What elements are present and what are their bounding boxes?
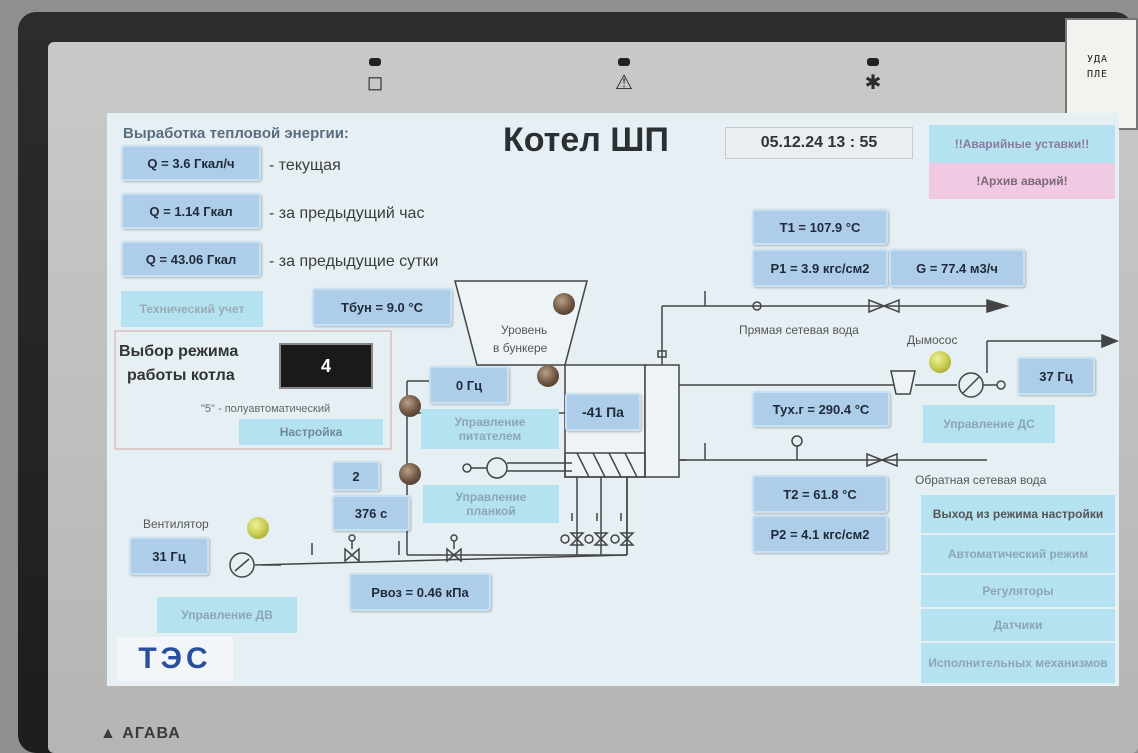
heat-day-value: Q = 43.06 Гкал [121,241,261,277]
bunker-level-low-lamp [537,365,559,387]
warning-indicator-icon: ⚠ [609,58,639,95]
actuators-button[interactable]: Исполнительных механизмов [921,643,1115,683]
fan-label: Вентилятор [143,517,209,531]
supply-pressure-p1: Р1 = 3.9 кгс/см2 [752,249,888,287]
exhauster-label: Дымосос [907,333,958,347]
fan-frequency: 31 Гц [129,537,209,575]
regulators-button[interactable]: Регуляторы [921,575,1115,607]
datetime-display: 05.12.24 13 : 55 [725,127,913,159]
page-title: Котел ШП [503,121,669,159]
feeder-frequency: 0 Гц [429,366,509,404]
tech-accounting-button[interactable]: Технический учет [121,291,263,327]
exhauster-control-button[interactable]: Управление ДС [923,405,1055,443]
heat-hour-label: - за предыдущий час [269,205,425,222]
heat-header: Выработка тепловой энергии: [123,125,349,142]
side-menu: Выход из режима настройки Автоматический… [921,495,1115,683]
heat-current-value: Q = 3.6 Гкал/ч [121,145,261,181]
hmi-screen: Выработка тепловой энергии: Q = 3.6 Гкал… [107,113,1119,686]
fan-control-button[interactable]: Управление ДВ [157,597,297,633]
brand-label: ▲ АГАВА [100,725,181,742]
damper-position: 2 [332,461,380,491]
return-pressure-p2: Р2 = 4.1 кгс/см2 [752,515,888,553]
flue-gas-temperature: Тух.г = 290.4 °С [752,391,890,427]
tes-logo: ТЭС [117,637,233,681]
furnace-pressure: -41 Па [565,393,641,431]
feeder-status-lamp [399,395,421,417]
alarm-setpoints-button[interactable]: !!Аварийные уставки!! [929,125,1115,163]
mode-label-line2: работы котла [127,367,235,384]
bunker-temperature: Тбун = 9.0 °С [312,288,452,326]
supply-temperature-t1: Т1 = 107.9 °С [752,209,888,245]
storage-indicator-icon: ◻ [360,58,390,95]
heat-current-label: - текущая [269,157,341,174]
auto-mode-button[interactable]: Автоматический режим [921,535,1115,573]
sensors-button[interactable]: Датчики [921,609,1115,641]
damper-time: 376 с [332,495,410,531]
alarm-archive-button[interactable]: !Архив аварий! [929,163,1115,199]
return-temperature-t2: Т2 = 61.8 °С [752,475,888,513]
exit-setup-button[interactable]: Выход из режима настройки [921,495,1115,533]
mode-value-input[interactable]: 4 [279,343,373,389]
mode-label-line1: Выбор режима [119,343,239,360]
supply-water-label: Прямая сетевая вода [739,323,859,337]
bunker-level-label-line1: Уровень [501,323,548,337]
supply-flow-g: G = 77.4 м3/ч [889,249,1025,287]
exhauster-status-lamp [929,351,951,373]
bunker-level-label-line2: в бункере [493,341,548,355]
exhauster-frequency: 37 Гц [1017,357,1095,395]
return-water-label: Обратная сетевая вода [915,473,1047,487]
mode-setup-button[interactable]: Настройка [239,419,383,445]
damper-status-lamp [399,463,421,485]
bunker-level-high-lamp [553,293,575,315]
mode-hint: "5" - полуавтоматический [201,403,331,415]
heat-day-label: - за предыдущие сутки [269,253,439,270]
snowflake-indicator-icon: ✱ [858,58,888,95]
air-pressure: Рвоз = 0.46 кПа [349,573,491,611]
heat-hour-value: Q = 1.14 Гкал [121,193,261,229]
fan-status-lamp [247,517,269,539]
